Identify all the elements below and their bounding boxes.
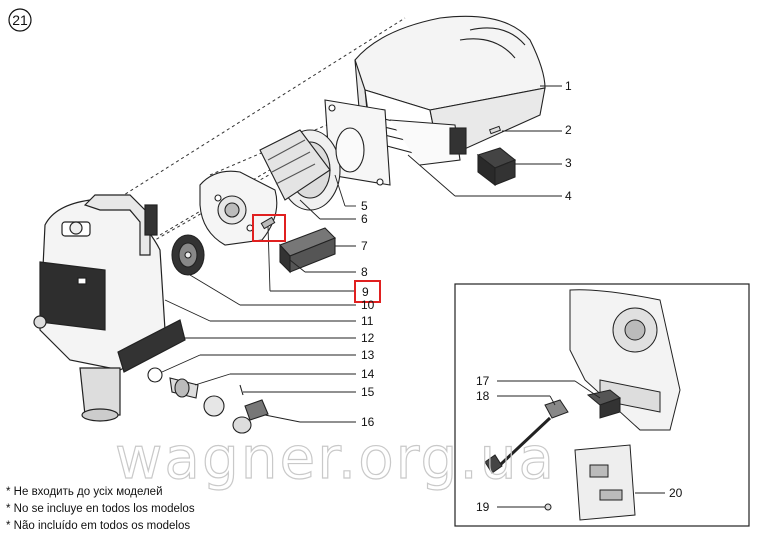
inset-detail-panel bbox=[454, 283, 750, 527]
footnote-portuguese: * Não incluído em todos os modelos bbox=[6, 520, 191, 532]
brush-block-part bbox=[279, 227, 336, 274]
figure-number-badge: 21 bbox=[8, 8, 32, 32]
brush-spring-part bbox=[260, 216, 276, 230]
highlight-box-part bbox=[252, 214, 286, 242]
part-label-5: 5 bbox=[361, 199, 368, 213]
part-label-18: 18 bbox=[476, 389, 490, 403]
part-label-20: 20 bbox=[669, 486, 683, 500]
footnote-ukrainian: * Не входить до усіх моделей bbox=[6, 486, 163, 498]
part-label-15: 15 bbox=[361, 385, 375, 399]
part-label-10: 10 bbox=[361, 298, 375, 312]
highlight-box-label bbox=[354, 280, 381, 303]
part-label-7: 7 bbox=[361, 239, 368, 253]
part-label-8: 8 bbox=[361, 265, 368, 279]
valve-fittings-part bbox=[147, 367, 269, 434]
part-label-9: 9 bbox=[362, 285, 369, 299]
pin-part bbox=[488, 125, 502, 135]
part-label-2: 2 bbox=[565, 123, 572, 137]
part-label-4: 4 bbox=[565, 189, 572, 203]
gear-housing-part bbox=[199, 170, 278, 246]
figure-number: 21 bbox=[12, 12, 28, 28]
switch-part bbox=[449, 127, 517, 187]
pump-body-part bbox=[33, 194, 186, 422]
motor-assembly-part bbox=[259, 127, 365, 211]
part-label-11: 11 bbox=[361, 314, 374, 328]
part-label-16: 16 bbox=[361, 415, 375, 429]
highlight-boxes bbox=[252, 214, 381, 303]
part-label-13: 13 bbox=[361, 348, 375, 362]
part-number-labels: 1 2 3 4 5 6 7 8 9 10 11 12 13 14 15 16 1… bbox=[361, 79, 683, 514]
part-label-14: 14 bbox=[361, 367, 375, 381]
footnote-spanish: * No se incluye en todos los modelos bbox=[6, 503, 195, 515]
part-label-1: 1 bbox=[565, 79, 572, 93]
part-label-19: 19 bbox=[476, 500, 490, 514]
drive-gear-part bbox=[171, 234, 205, 276]
part-label-3: 3 bbox=[565, 156, 572, 170]
part-label-17: 17 bbox=[476, 374, 490, 388]
watermark-text: wagner.org.ua bbox=[115, 424, 556, 492]
part-label-12: 12 bbox=[361, 331, 375, 345]
leader-lines bbox=[161, 85, 665, 508]
part-label-6: 6 bbox=[361, 212, 368, 226]
